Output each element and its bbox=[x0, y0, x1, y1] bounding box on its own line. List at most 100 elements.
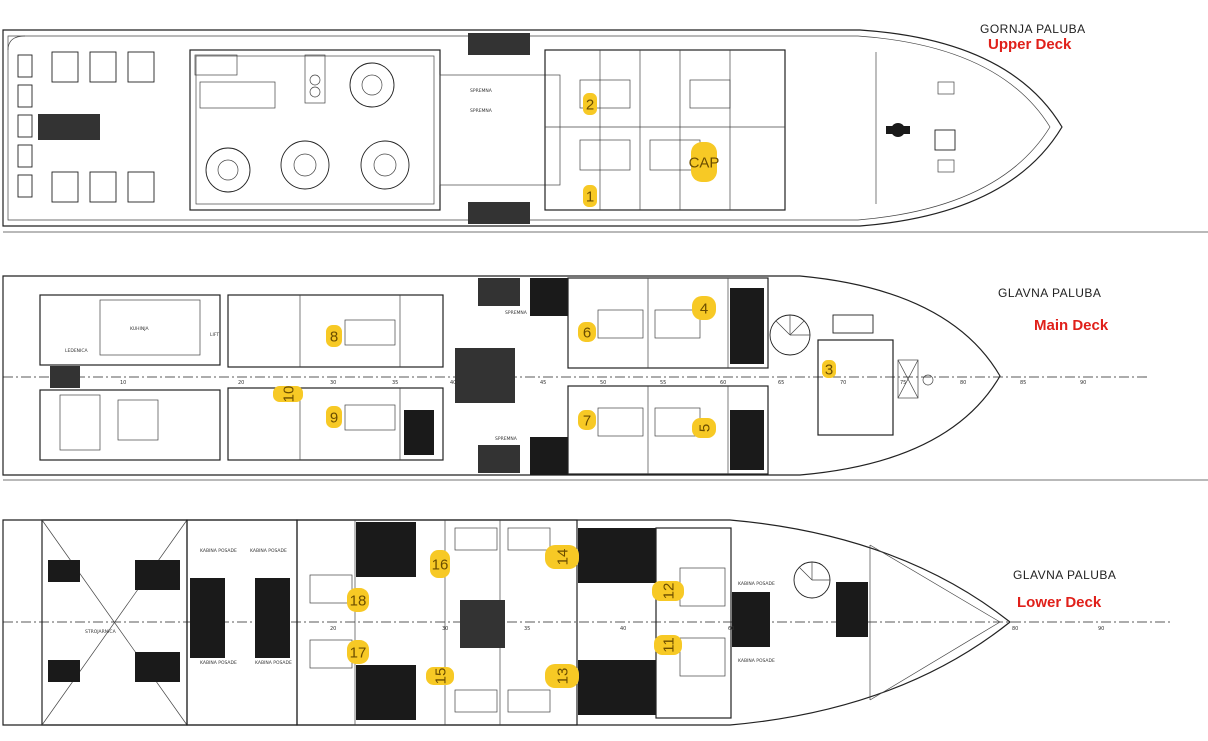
svg-text:80: 80 bbox=[1012, 626, 1018, 632]
svg-text:75: 75 bbox=[900, 380, 906, 386]
svg-text:35: 35 bbox=[524, 626, 530, 632]
cabin-number: 9 bbox=[330, 410, 338, 427]
svg-text:85: 85 bbox=[1020, 380, 1026, 386]
cabin-number: 7 bbox=[583, 413, 591, 430]
cabin-badge-bg bbox=[578, 322, 596, 342]
cabin-badge-bg bbox=[430, 550, 450, 578]
cabin-number: 3 bbox=[825, 362, 833, 379]
upper-deck: SPREMNA SPREMNA bbox=[2, 29, 1208, 233]
lower-deck: STROJARNICA KABINA POSADE KABINA POSADE … bbox=[2, 519, 1170, 726]
cabin-number: 18 bbox=[350, 593, 367, 610]
main-spremna-label-2: SPREMNA bbox=[495, 436, 518, 442]
lower-center-stairs bbox=[460, 600, 505, 648]
cabin-badge-1: 1 bbox=[583, 185, 597, 207]
cabin-badge-13: 13 bbox=[545, 664, 579, 688]
cabin-badge-bg bbox=[652, 581, 684, 601]
cabin-badge-bg bbox=[545, 664, 579, 688]
cabin-number: 2 bbox=[586, 97, 594, 114]
cabin-badge-9: 9 bbox=[326, 406, 342, 428]
lower-engine-label: STROJARNICA bbox=[85, 629, 117, 635]
cabin-badge-5: 5 bbox=[692, 418, 716, 438]
cabin-badge-bg bbox=[692, 296, 716, 320]
upper-stern-stair bbox=[38, 114, 100, 140]
lower-crew-label-1: KABINA POSADE bbox=[200, 548, 237, 554]
cabin-number: 8 bbox=[330, 329, 338, 346]
upper-cabins-block bbox=[544, 49, 786, 211]
main-deck: KUHINJA LIFT LEDENICA SPREMNA SPREMNA bbox=[2, 275, 1208, 481]
cabin-number: 14 bbox=[555, 549, 572, 566]
cabin-number: 11 bbox=[661, 637, 678, 653]
cabin-badge-15: 15 bbox=[426, 667, 454, 685]
cabin-number: 13 bbox=[555, 668, 572, 685]
lower-deck-hull bbox=[2, 519, 1011, 726]
svg-text:40: 40 bbox=[450, 380, 456, 386]
cabin-badge-8: 8 bbox=[326, 325, 342, 347]
lower-crew-label-2: KABINA POSADE bbox=[250, 548, 287, 554]
cabin-number: 1 bbox=[586, 189, 594, 206]
svg-text:30: 30 bbox=[330, 380, 336, 386]
svg-text:80: 80 bbox=[960, 380, 966, 386]
svg-text:90: 90 bbox=[1098, 626, 1104, 632]
main-deck-title-local: GLAVNA PALUBA bbox=[998, 286, 1101, 300]
lower-deck-title-en: Lower Deck bbox=[1017, 594, 1102, 611]
main-frame-ticks: 10 20 30 35 40 45 50 55 60 65 70 75 80 8… bbox=[120, 380, 1086, 386]
cabin-number: 15 bbox=[433, 668, 450, 685]
cabin-badge-6: 6 bbox=[578, 322, 596, 342]
cabin-badge-16: 16 bbox=[430, 550, 450, 578]
cabin-badge-bg bbox=[583, 185, 597, 207]
cabin-number: 10 bbox=[281, 386, 298, 403]
cabin-badge-bg bbox=[583, 93, 597, 115]
cabin-number: 12 bbox=[661, 583, 678, 600]
cabin-badge-bg bbox=[545, 545, 579, 569]
cabin-badge-10: 10 bbox=[273, 386, 303, 403]
upper-center-stairs bbox=[468, 33, 530, 224]
svg-text:20: 20 bbox=[330, 626, 336, 632]
cabin-badge-bg bbox=[692, 418, 716, 438]
main-lift-label: LIFT bbox=[210, 332, 219, 338]
svg-text:10: 10 bbox=[120, 380, 126, 386]
cabin-badge-7: 7 bbox=[578, 410, 596, 430]
svg-text:55: 55 bbox=[660, 380, 666, 386]
main-ledenica-label: LEDENICA bbox=[65, 348, 88, 354]
cabin-badge-bg bbox=[578, 410, 596, 430]
cabin-badge-bg bbox=[822, 360, 836, 378]
cabin-badge-12: 12 bbox=[652, 581, 684, 601]
svg-text:40: 40 bbox=[620, 626, 626, 632]
cabin-badge-bg bbox=[654, 635, 682, 655]
cabin-badge-bg bbox=[326, 325, 342, 347]
lower-deck-title-local: GLAVNA PALUBA bbox=[1013, 568, 1116, 582]
cabin-badge-2: 2 bbox=[583, 93, 597, 115]
svg-text:35: 35 bbox=[392, 380, 398, 386]
cabin-badge-18: 18 bbox=[347, 588, 369, 612]
cabin-badge-bg bbox=[691, 142, 717, 182]
cabin-badge-14: 14 bbox=[545, 545, 579, 569]
cabin-number: 16 bbox=[432, 557, 449, 574]
svg-text:60: 60 bbox=[728, 626, 734, 632]
svg-text:70: 70 bbox=[840, 380, 846, 386]
main-deck-hull bbox=[2, 275, 1001, 476]
cabin-badge-4: 4 bbox=[692, 296, 716, 320]
upper-deck-title-en: Upper Deck bbox=[988, 36, 1072, 53]
svg-text:60: 60 bbox=[720, 380, 726, 386]
cabin-number: 4 bbox=[700, 301, 708, 318]
lower-crew-label-3: KABINA POSADE bbox=[200, 660, 237, 666]
svg-text:50: 50 bbox=[600, 380, 606, 386]
cabin-badge-3: 3 bbox=[822, 360, 836, 379]
cabin-badge-bg bbox=[347, 640, 369, 664]
cabin-badge-bg bbox=[426, 667, 454, 685]
upper-deck-title-local: GORNJA PALUBA bbox=[980, 22, 1086, 36]
main-center-stairs bbox=[455, 278, 520, 473]
svg-text:90: 90 bbox=[1080, 380, 1086, 386]
upper-spremna-label-2: SPREMNA bbox=[470, 108, 493, 114]
lower-crew-label-4: KABINA POSADE bbox=[255, 660, 292, 666]
upper-stern-seating bbox=[17, 51, 155, 203]
cabin-badge-bg bbox=[347, 588, 369, 612]
main-spremna-label: SPREMNA bbox=[505, 310, 528, 316]
cabin-number: 6 bbox=[583, 325, 591, 342]
cabin-badge-11: 11 bbox=[654, 635, 682, 655]
cabin-badge-bg bbox=[273, 386, 303, 402]
cabin-number: CAP bbox=[689, 155, 720, 172]
cabin-badge-cap: CAP bbox=[689, 142, 720, 182]
lower-crew-label-6: KABINA POSADE bbox=[738, 658, 775, 664]
svg-text:65: 65 bbox=[778, 380, 784, 386]
